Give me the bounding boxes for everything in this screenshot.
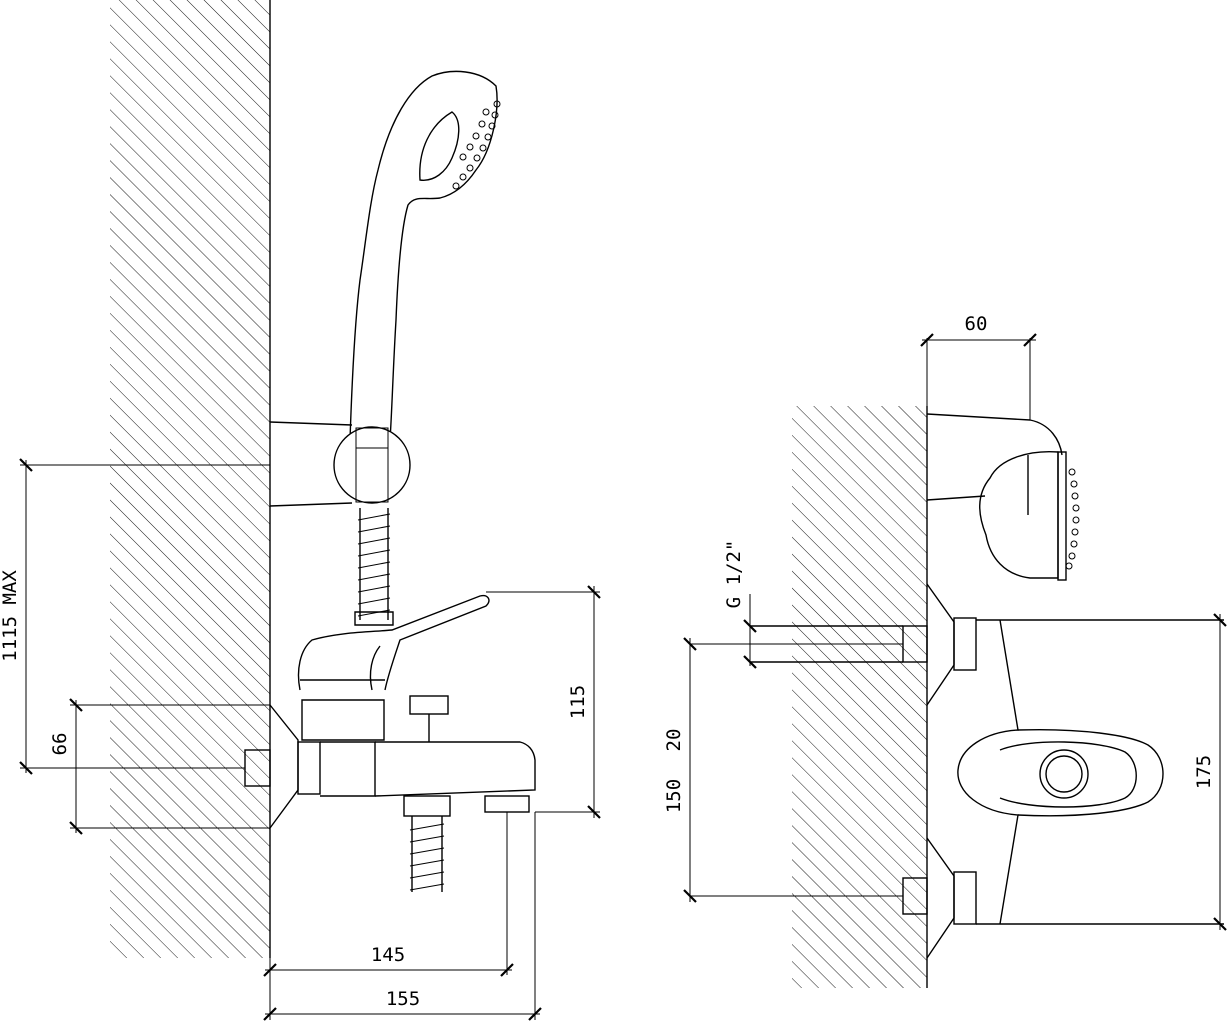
dim-shower-projection: 60	[920, 313, 1037, 420]
front-shower-nozzles	[1065, 468, 1080, 570]
front-shower-holder	[926, 413, 1080, 581]
dim-centres: 150	[663, 637, 903, 903]
lower-connection	[902, 837, 977, 959]
front-mixer-body	[957, 619, 1224, 925]
dim-spout-height-label: 115	[567, 685, 589, 719]
dim-body-height: 175	[1193, 613, 1227, 931]
dim-body-height-label: 175	[1193, 755, 1215, 789]
dim-spout-reach-inner: 145	[263, 812, 514, 1020]
dim-thread: G 1/2"	[723, 540, 757, 669]
wall-hatch-left	[110, 0, 270, 958]
dim-spout-reach-inner-label: 145	[371, 944, 405, 966]
lower-hose	[409, 816, 445, 892]
dim-inlet-height: 66	[49, 698, 270, 835]
front-view: 60 G 1/2" 20 150 175	[663, 313, 1227, 988]
hand-shower	[349, 70, 501, 441]
wall-hatch-right	[792, 406, 927, 988]
dim-shower-projection-label: 60	[965, 313, 988, 335]
dim-thread-label: G 1/2"	[723, 540, 745, 609]
shower-nozzles	[452, 100, 501, 190]
dim-inlet-offset: 20	[663, 643, 903, 752]
dim-height-max: 1115 MAX	[0, 458, 270, 775]
dim-centres-label: 150	[663, 779, 685, 813]
dim-spout-reach-outer-label: 155	[386, 988, 420, 1010]
side-view: 1115 MAX 66 115 145	[0, 0, 601, 1021]
dim-inlet-offset-label: 20	[663, 729, 685, 752]
dim-spout-height: 115	[486, 585, 601, 819]
dim-spout-reach-outer: 155	[263, 812, 542, 1021]
upper-connection	[750, 583, 977, 706]
mixer-lever	[297, 594, 490, 741]
upper-hose	[354, 508, 394, 626]
mixer-body	[244, 695, 536, 829]
shower-bracket	[269, 421, 411, 507]
dim-height-max-label: 1115 MAX	[0, 570, 21, 662]
dim-inlet-height-label: 66	[49, 733, 71, 756]
